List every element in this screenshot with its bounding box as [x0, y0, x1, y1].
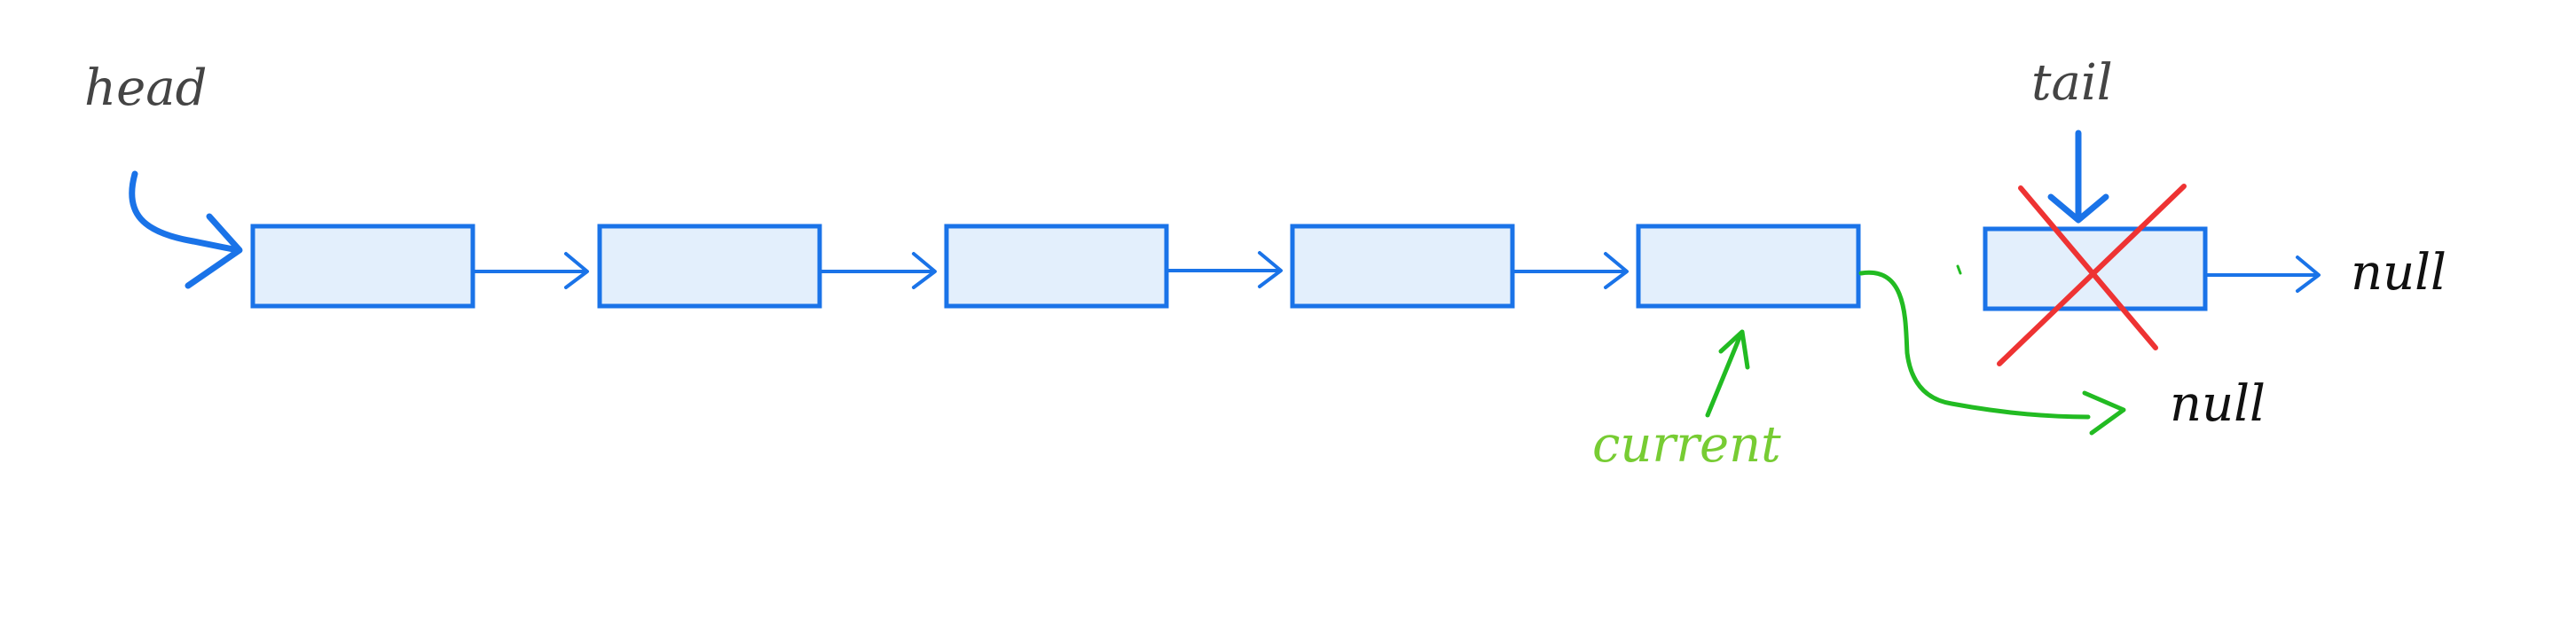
removed-node-cross	[1997, 184, 2187, 366]
current-pointer-arrowhead	[1718, 329, 1750, 370]
stray-mark	[1956, 264, 1962, 275]
node-5	[1636, 224, 1861, 309]
head-label: head	[84, 59, 207, 117]
node-4	[1290, 224, 1515, 309]
next-arrow-2	[820, 252, 937, 289]
head-pointer-arrow	[129, 170, 241, 254]
next-arrow-1	[473, 252, 589, 289]
node-2	[597, 224, 822, 309]
next-arrow-tail-null	[2205, 255, 2321, 293]
current-next-arrowhead	[2082, 390, 2126, 436]
current-label: current	[1592, 416, 1781, 474]
tail-label: tail	[2031, 54, 2113, 112]
current-null-label: null	[2170, 375, 2266, 433]
head-pointer-arrowhead	[185, 213, 243, 289]
next-arrow-3	[1166, 251, 1283, 288]
node-1	[250, 224, 475, 309]
next-arrow-4	[1512, 252, 1629, 289]
tail-null-label: null	[2351, 244, 2446, 302]
current-pointer-arrow	[1705, 333, 1743, 418]
node-3	[944, 224, 1169, 309]
current-next-arrow	[1858, 270, 2091, 420]
tail-pointer-arrow	[2047, 130, 2109, 224]
